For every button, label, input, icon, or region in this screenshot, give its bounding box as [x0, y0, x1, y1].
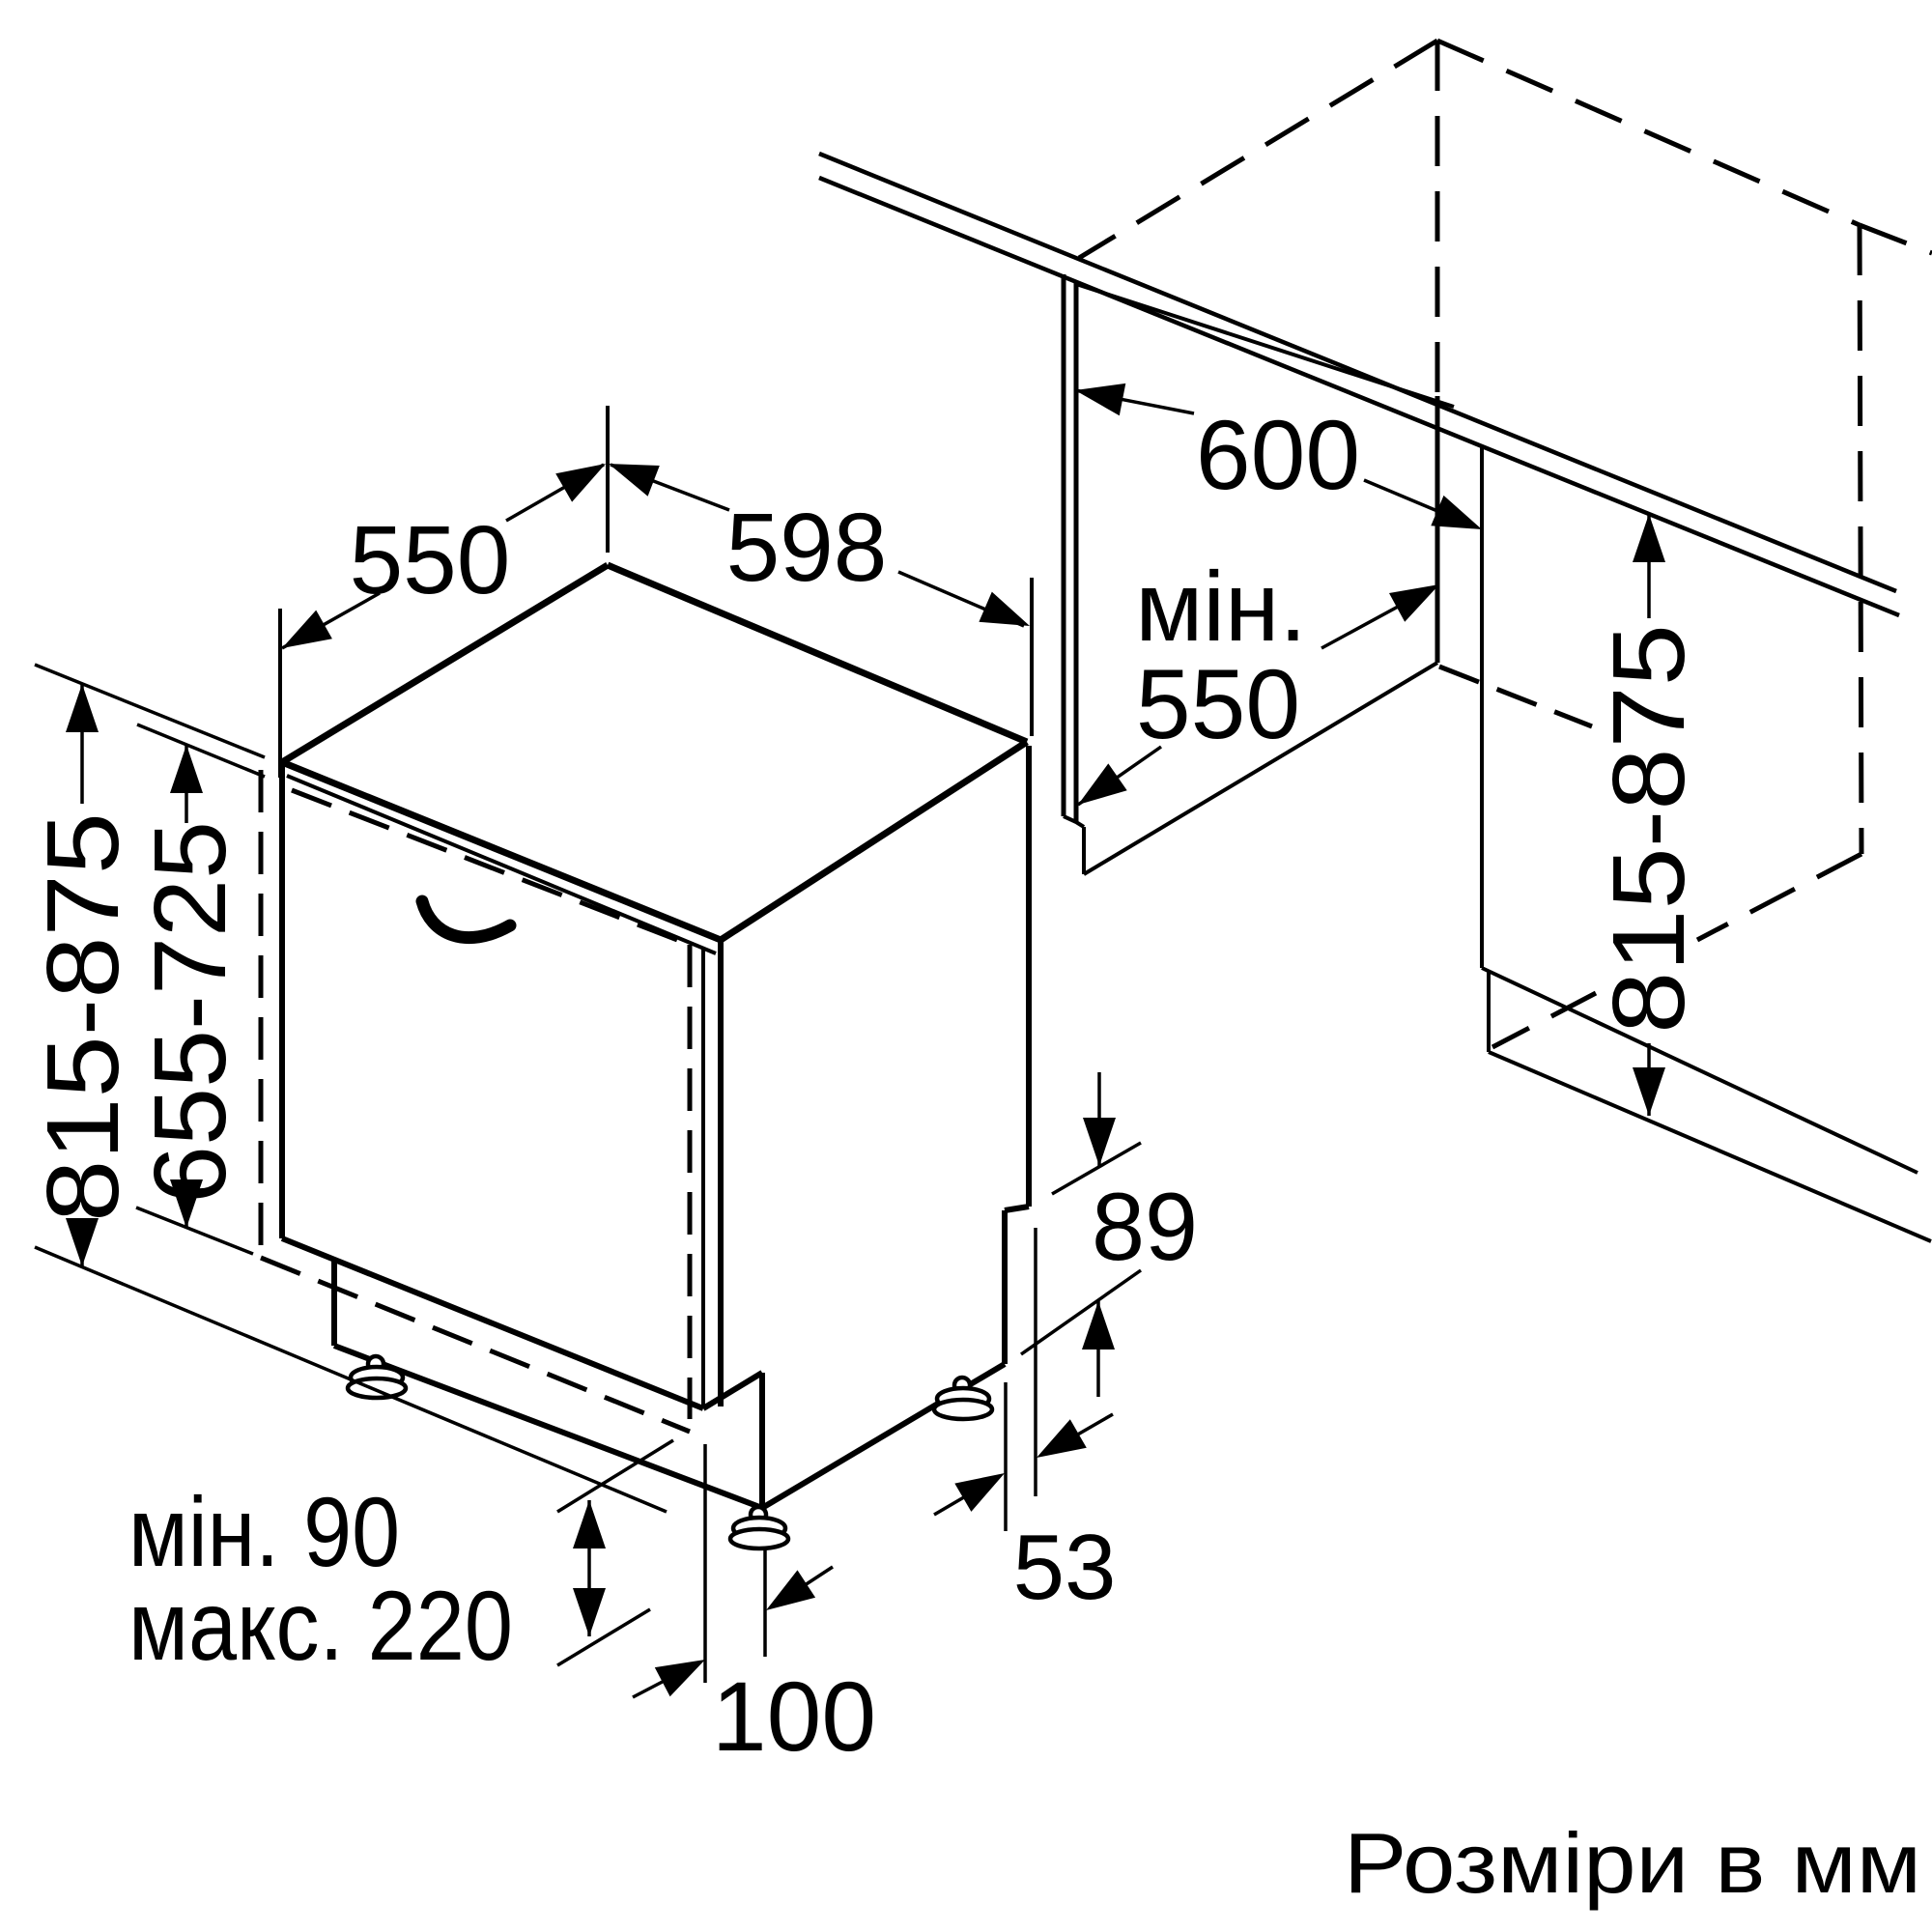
svg-text:макс. 220: макс. 220 [128, 1571, 513, 1681]
svg-text:815-875: 815-875 [1592, 624, 1706, 1034]
svg-text:550: 550 [350, 506, 511, 614]
svg-text:53: 53 [1013, 1516, 1117, 1619]
svg-text:мін. 90: мін. 90 [128, 1477, 400, 1587]
svg-text:100: 100 [712, 1662, 876, 1772]
svg-text:89: 89 [1092, 1173, 1198, 1280]
svg-text:655-725: 655-725 [133, 821, 247, 1204]
svg-text:мін.: мін. [1135, 552, 1306, 662]
svg-text:815-875: 815-875 [26, 812, 140, 1222]
svg-text:Розміри в мм: Розміри в мм [1344, 1815, 1921, 1911]
svg-text:550: 550 [1136, 649, 1300, 759]
svg-text:600: 600 [1196, 400, 1360, 510]
svg-text:598: 598 [726, 494, 888, 602]
